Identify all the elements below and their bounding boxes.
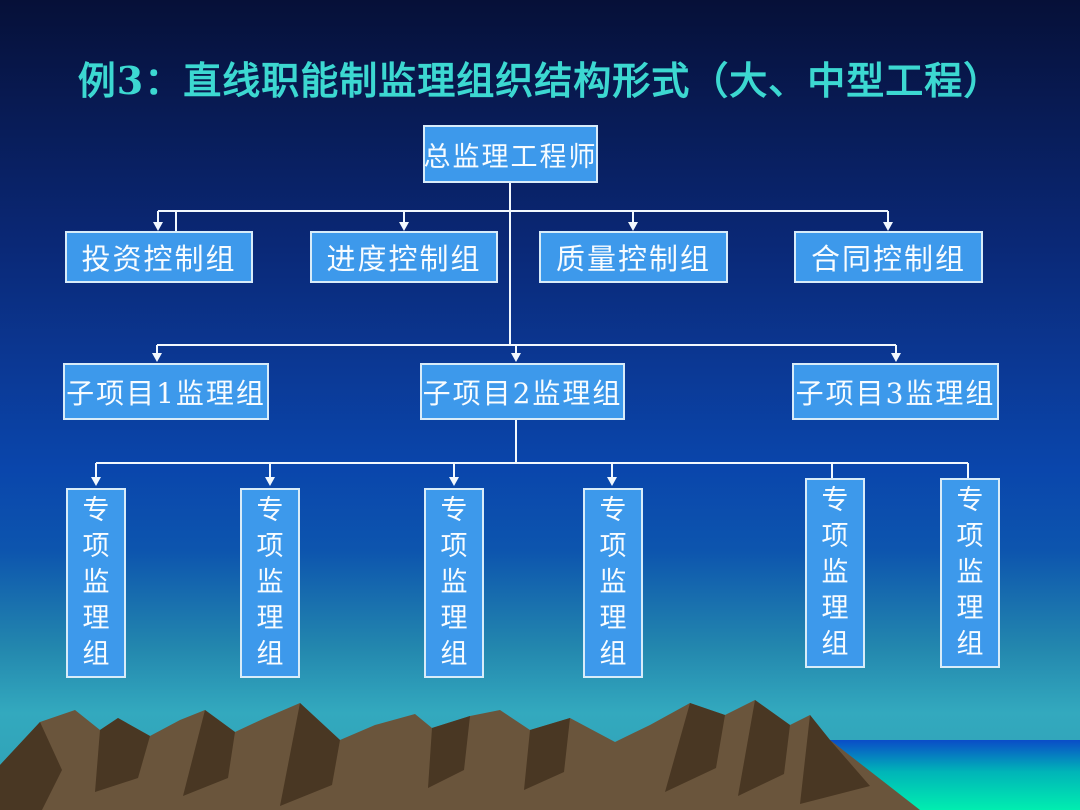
org-box-schedule-control: 进度控制组 <box>310 231 498 283</box>
slide-title: 例3：直线职能制监理组织结构形式（大、中型工程） <box>77 58 1003 103</box>
mountain-sea-artwork <box>0 700 1080 810</box>
special-group-label: 专项监理组 <box>599 495 627 670</box>
org-box-special-group-6: 专项监理组 <box>940 478 1000 668</box>
org-box-special-group-4: 专项监理组 <box>583 488 643 678</box>
org-box-investment-control: 投资控制组 <box>65 231 253 283</box>
special-group-label: 专项监理组 <box>821 485 849 660</box>
org-box-subproject-3: 子项目3监理组 <box>792 363 999 420</box>
org-box-special-group-3: 专项监理组 <box>424 488 484 678</box>
mountain-silhouette <box>0 700 920 810</box>
special-group-label: 专项监理组 <box>440 495 468 670</box>
org-box-subproject-2: 子项目2监理组 <box>420 363 625 420</box>
special-group-label: 专项监理组 <box>956 485 984 660</box>
org-box-special-group-2: 专项监理组 <box>240 488 300 678</box>
org-box-subproject-1: 子项目1监理组 <box>63 363 269 420</box>
org-box-quality-control: 质量控制组 <box>539 231 728 283</box>
org-box-special-group-1: 专项监理组 <box>66 488 126 678</box>
org-box-contract-control: 合同控制组 <box>794 231 983 283</box>
org-box-chief-engineer: 总监理工程师 <box>423 125 598 183</box>
mountain-shadows <box>0 700 870 810</box>
special-group-label: 专项监理组 <box>256 495 284 670</box>
sea <box>700 740 1080 810</box>
special-group-label: 专项监理组 <box>82 495 110 670</box>
org-box-special-group-5: 专项监理组 <box>805 478 865 668</box>
